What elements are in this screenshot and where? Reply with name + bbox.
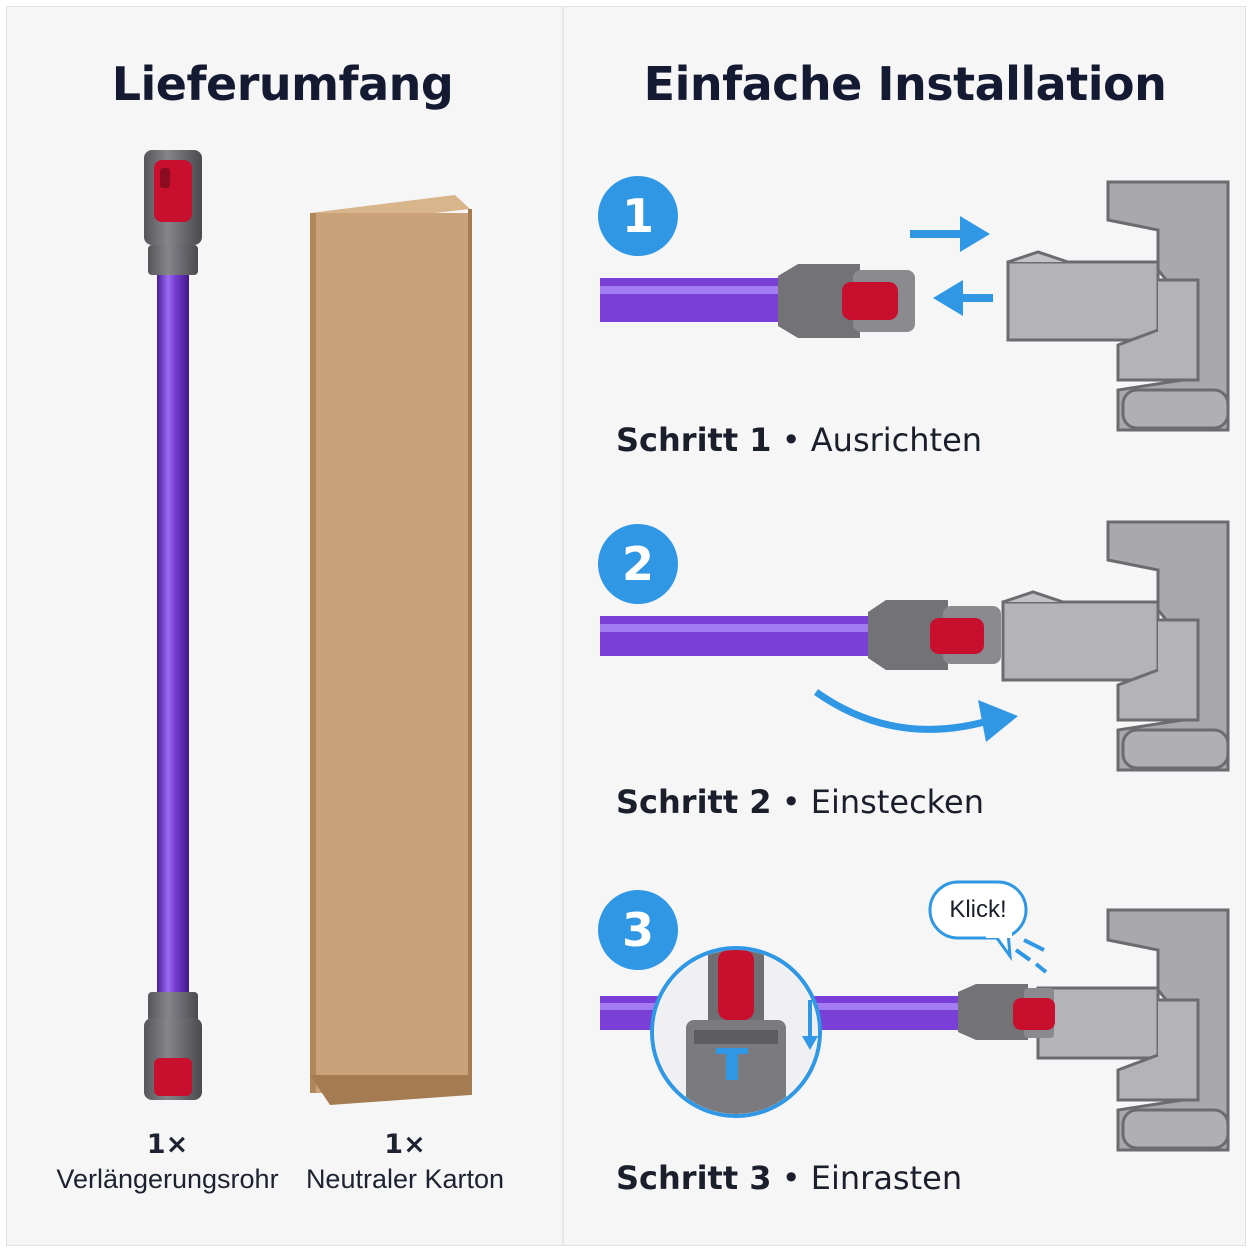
delivery-heading: Lieferumfang — [111, 57, 454, 111]
column-divider — [562, 6, 564, 1246]
step-1-separator: • — [781, 421, 801, 459]
step-2-action: Einstecken — [810, 783, 985, 821]
step-1-illustration — [600, 180, 1230, 432]
click-label: Klick! — [949, 896, 1007, 923]
step-3-badge: 3 — [598, 890, 678, 970]
step-2-caption: Schritt 2 • Einstecken — [616, 782, 984, 822]
step-2-badge: 2 — [598, 524, 678, 604]
step-1-name: Schritt 1 — [616, 421, 772, 459]
step-1-action: Ausrichten — [810, 421, 983, 459]
step-3-caption: Schritt 3 • Einrasten — [616, 1158, 962, 1198]
carton-label: Neutraler Karton — [305, 1164, 505, 1194]
tube-quantity-item: 1× Verlängerungsrohr — [40, 1128, 295, 1196]
installation-heading: Einfache Installation — [643, 57, 1167, 111]
extension-tube-illustration — [144, 150, 202, 1100]
step-2-illustration — [600, 520, 1230, 772]
step-1-caption: Schritt 1 • Ausrichten — [616, 420, 982, 460]
tube-qty: 1× — [146, 1129, 189, 1160]
step-2-name: Schritt 2 — [616, 783, 772, 821]
carton-box-illustration — [310, 195, 472, 1105]
carton-quantity-item: 1× Neutraler Karton — [300, 1128, 510, 1196]
tube-label: Verlängerungsrohr — [56, 1164, 279, 1194]
step-2-separator: • — [781, 783, 801, 821]
step-3-illustration — [600, 880, 1230, 1152]
step-1-badge: 1 — [598, 176, 678, 256]
step-3-separator: • — [781, 1159, 801, 1197]
carton-qty: 1× — [384, 1129, 426, 1160]
step-3-action: Einrasten — [810, 1159, 963, 1197]
step-3-name: Schritt 3 — [616, 1159, 772, 1197]
